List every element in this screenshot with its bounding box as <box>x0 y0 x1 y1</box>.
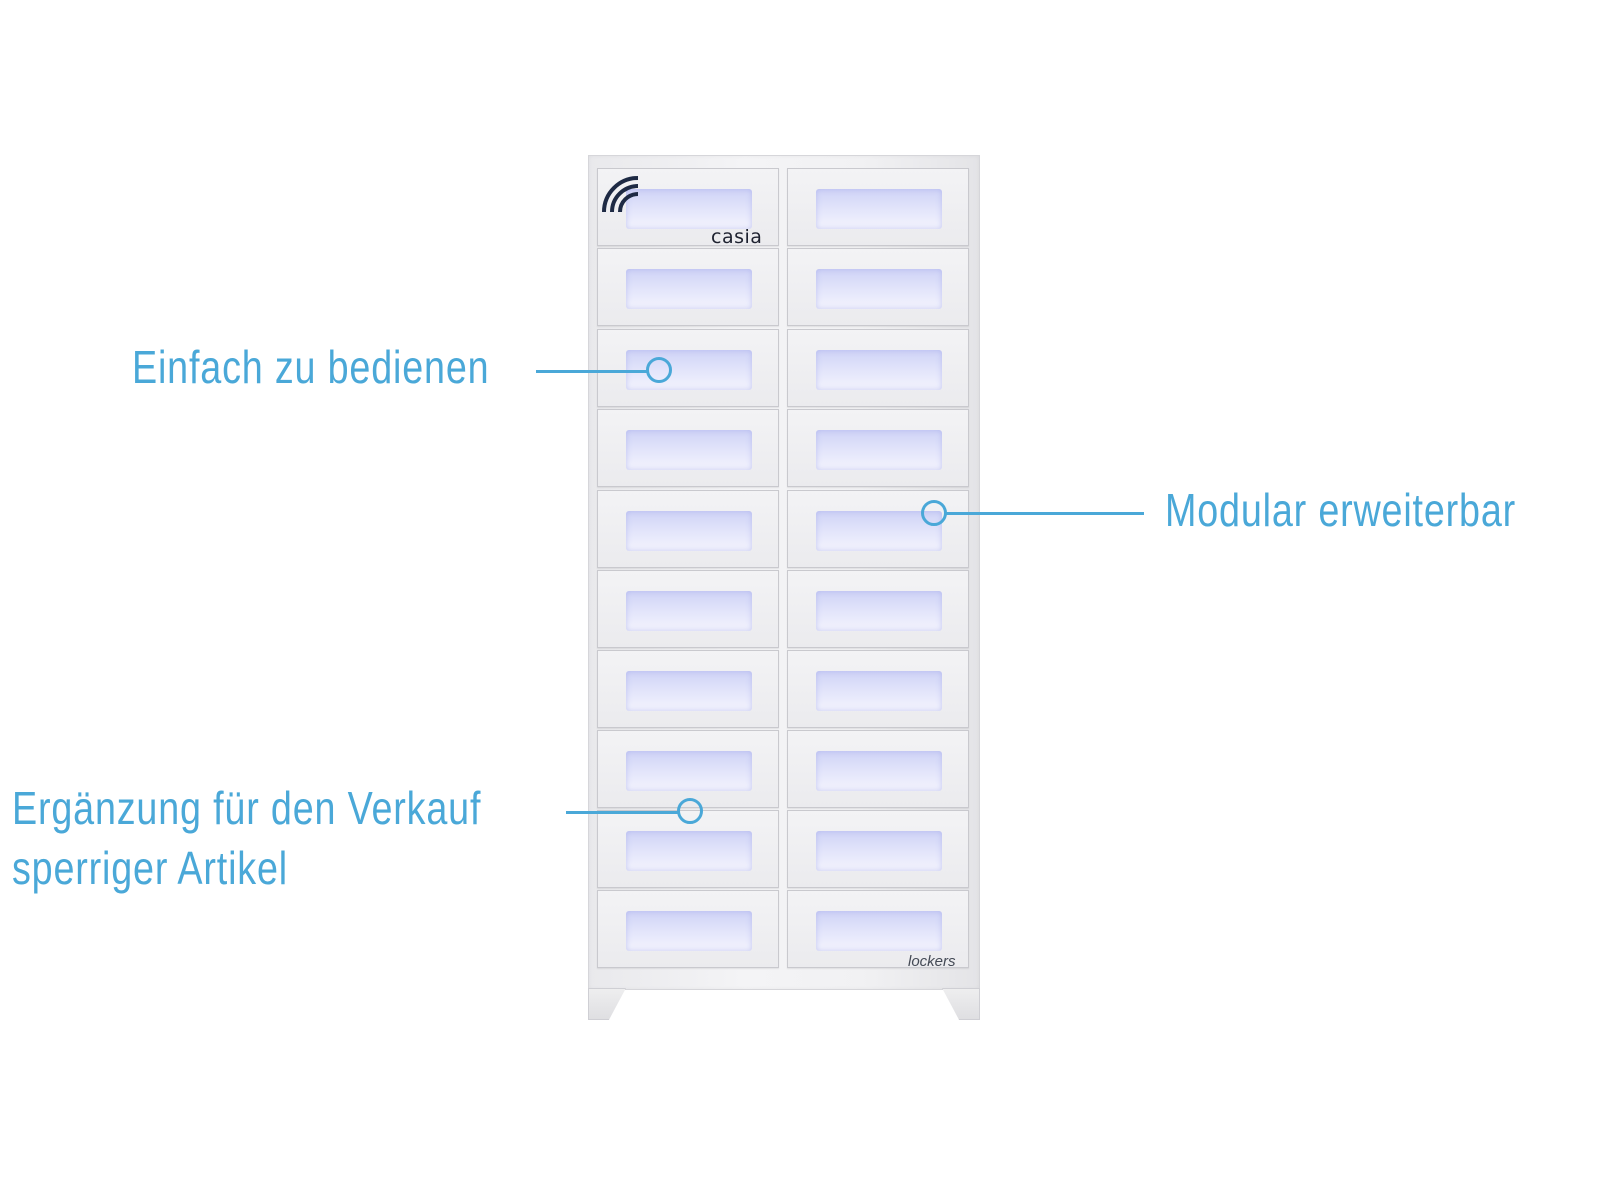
locker-door[interactable] <box>787 248 969 326</box>
leader-line <box>946 512 1144 515</box>
callout-circle-icon <box>921 500 947 526</box>
locker-door[interactable] <box>597 168 779 246</box>
cabinet-leg-left <box>588 988 626 1020</box>
locker-door[interactable] <box>597 570 779 648</box>
locker-door[interactable] <box>787 409 969 487</box>
annotation-line-1: Ergänzung für den Verkauf <box>12 782 482 834</box>
annotation-bulky-items: Ergänzung für den Verkauf sperriger Arti… <box>12 778 481 898</box>
nfc-wave-icon <box>602 176 639 213</box>
locker-door[interactable] <box>597 730 779 808</box>
locker-door[interactable] <box>597 409 779 487</box>
locker-door[interactable] <box>787 168 969 246</box>
annotation-modular: Modular erweiterbar <box>1165 484 1517 536</box>
locker-window <box>816 591 942 631</box>
leader-line <box>566 811 678 814</box>
brand-subtitle: lockers <box>908 953 956 970</box>
locker-window <box>816 751 942 791</box>
locker-window <box>626 189 752 229</box>
locker-door[interactable] <box>787 329 969 407</box>
leader-line <box>536 370 648 373</box>
locker-window <box>626 591 752 631</box>
locker-door[interactable] <box>787 730 969 808</box>
annotation-line-2: sperriger Artikel <box>12 842 288 894</box>
brand-name: casia <box>711 226 763 248</box>
locker-window <box>816 350 942 390</box>
locker-window <box>626 751 752 791</box>
locker-column-left <box>597 168 779 974</box>
locker-door[interactable] <box>787 490 969 568</box>
locker-door[interactable] <box>597 329 779 407</box>
locker-window <box>816 671 942 711</box>
locker-door[interactable] <box>597 650 779 728</box>
locker-window <box>816 269 942 309</box>
locker-window <box>626 511 752 551</box>
locker-door[interactable] <box>787 890 969 968</box>
locker-column-right <box>787 168 969 974</box>
annotation-easy-to-use: Einfach zu bedienen <box>132 341 490 393</box>
callout-circle-icon <box>677 798 703 824</box>
locker-window <box>816 911 942 951</box>
locker-window <box>816 430 942 470</box>
locker-window <box>816 831 942 871</box>
locker-cabinet <box>588 155 980 990</box>
locker-door[interactable] <box>597 248 779 326</box>
locker-window <box>626 831 752 871</box>
locker-door[interactable] <box>597 890 779 968</box>
locker-window <box>626 911 752 951</box>
locker-door[interactable] <box>787 810 969 888</box>
locker-door[interactable] <box>597 490 779 568</box>
callout-circle-icon <box>646 357 672 383</box>
locker-door[interactable] <box>787 570 969 648</box>
locker-window <box>626 430 752 470</box>
locker-window <box>816 189 942 229</box>
locker-window <box>626 269 752 309</box>
cabinet-leg-right <box>942 988 980 1020</box>
locker-door[interactable] <box>787 650 969 728</box>
locker-window <box>626 671 752 711</box>
